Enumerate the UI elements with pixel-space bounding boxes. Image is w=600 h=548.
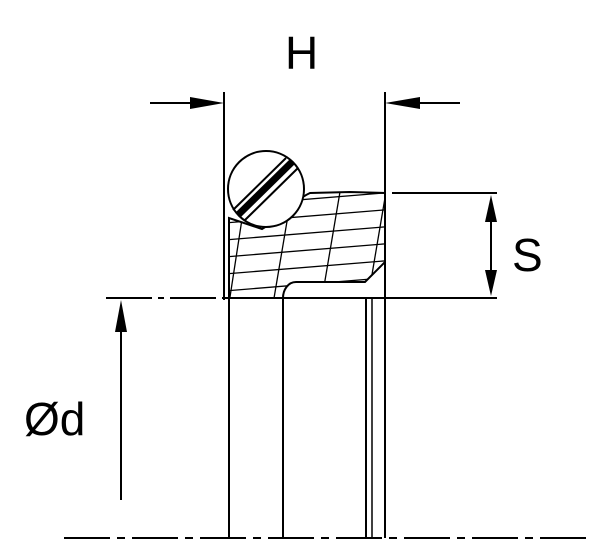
o-ring-center-stripe [235, 159, 295, 218]
dimension-d [106, 297, 230, 500]
dimension-label-h: H [285, 27, 319, 79]
dim-s-arrow-bottom [485, 270, 497, 296]
o-ring [227, 150, 305, 228]
dimension-s [392, 192, 497, 299]
dim-d-arrow [115, 300, 127, 332]
dim-h-arrow-left [190, 97, 224, 109]
housing-lines [228, 298, 386, 538]
dimension-label-diameter: Ød [24, 393, 86, 445]
dimension-label-s: S [512, 229, 543, 281]
dimension-h [150, 92, 460, 300]
dim-s-arrow-top [485, 195, 497, 222]
dim-h-arrow-right [385, 97, 420, 109]
